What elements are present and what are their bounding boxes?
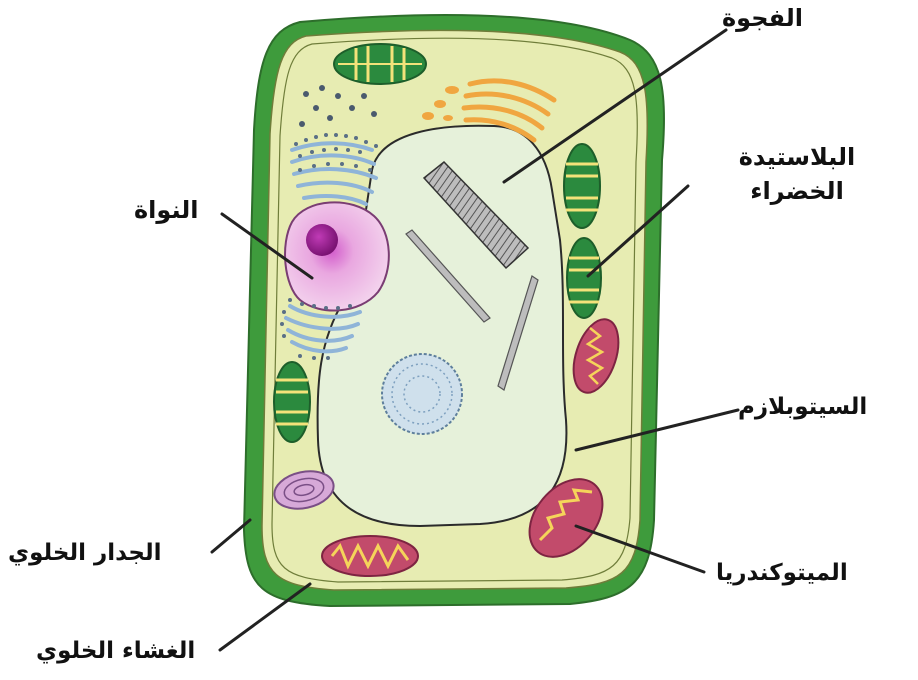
nucleolus: [306, 224, 338, 256]
chloroplast: [274, 362, 310, 442]
label-chloroplast-line2: الخضراء: [692, 174, 902, 208]
label-nucleus: النواة: [134, 196, 198, 224]
chloroplast: [564, 144, 600, 228]
nucleus: [285, 202, 389, 310]
label-cell-membrane: الغشاء الخلوي: [36, 638, 195, 664]
chloroplast: [334, 44, 426, 84]
mitochondrion: [322, 536, 418, 576]
chloroplast: [567, 238, 601, 318]
label-chloroplast-line1: البلاستيدة: [692, 140, 902, 174]
granule: [382, 354, 462, 434]
leader-cell-membrane: [220, 584, 310, 650]
label-chloroplast: البلاستيدة الخضراء: [692, 140, 902, 208]
label-cell-wall: الجدار الخلوي: [8, 540, 162, 566]
label-vacuole: الفجوة: [722, 4, 803, 32]
label-cytoplasm: السيتوبلازم: [738, 394, 867, 420]
label-mitochondria: الميتوكندريا: [716, 560, 848, 586]
